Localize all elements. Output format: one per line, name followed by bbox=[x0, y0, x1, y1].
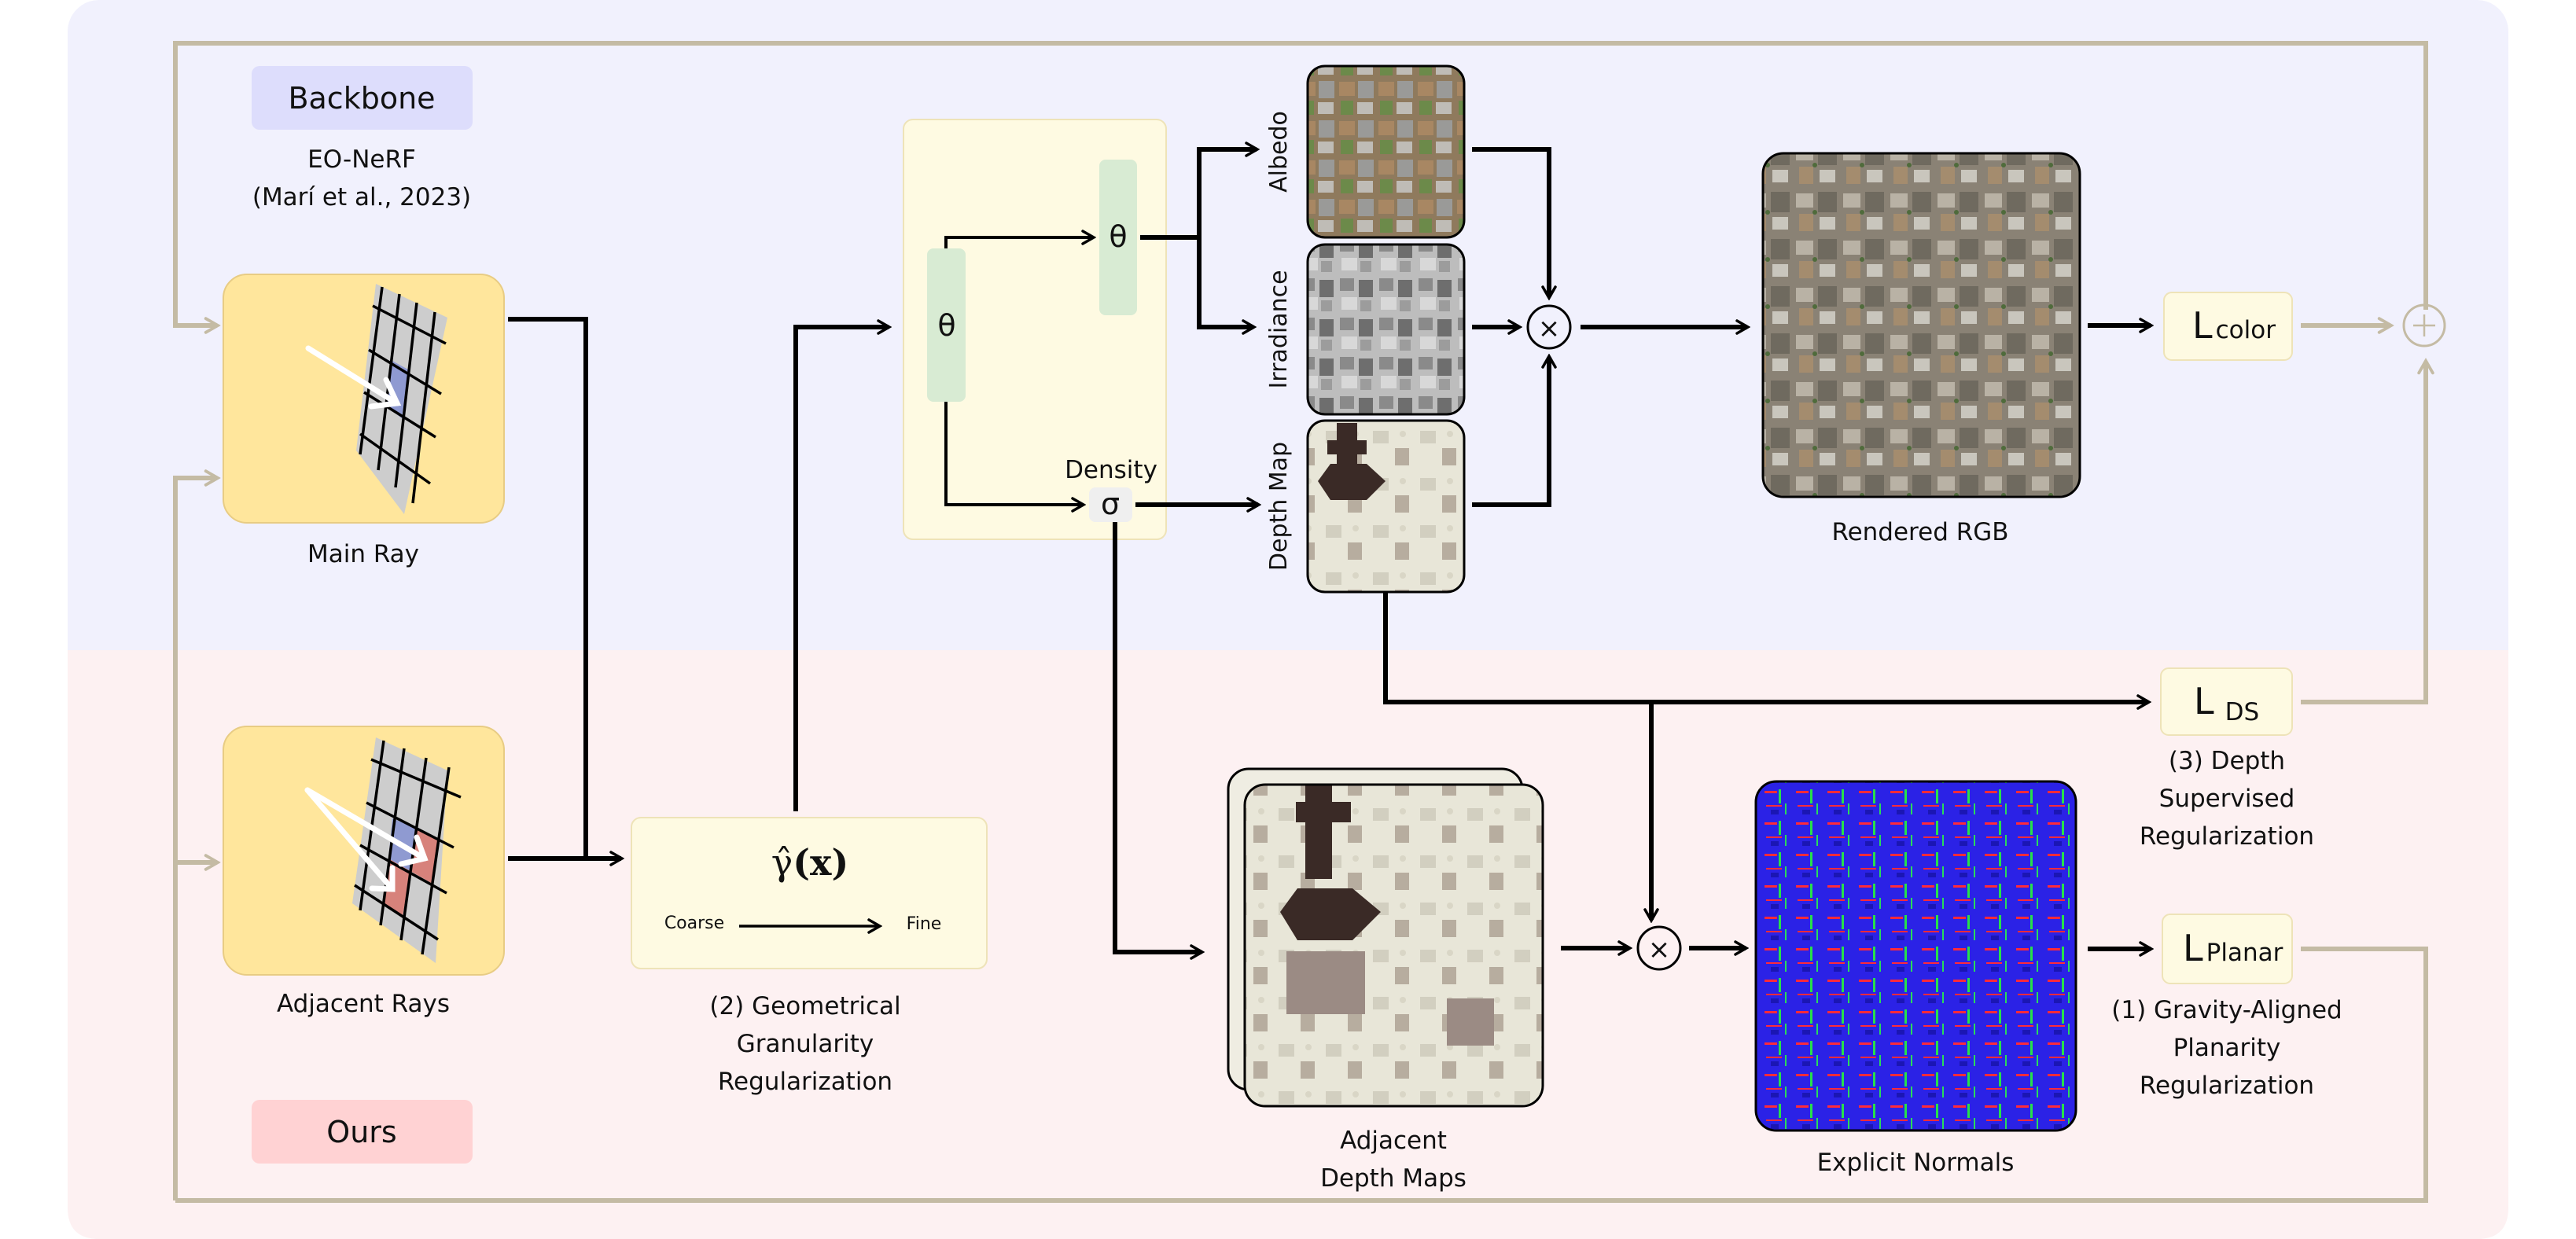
theta-block-1 bbox=[927, 248, 966, 402]
backbone-tag-label: Backbone bbox=[288, 81, 435, 116]
sigma-label: σ bbox=[1101, 487, 1120, 521]
ours-tag: Ours bbox=[252, 1100, 473, 1164]
irradiance-image bbox=[1306, 243, 1466, 416]
ours-tag-label: Ours bbox=[326, 1115, 396, 1149]
main-ray-to-encoding bbox=[508, 317, 588, 858]
main-ray-box bbox=[223, 274, 505, 524]
backbone-tag: Backbone bbox=[252, 66, 473, 130]
fine-label: Fine bbox=[907, 914, 942, 934]
backbone-ref-line2: (Marí et al., 2023) bbox=[252, 183, 471, 211]
multiply-symbol: × bbox=[1538, 313, 1561, 344]
coarse-label: Coarse bbox=[664, 914, 724, 933]
rendered-rgb-label: Rendered RGB bbox=[1831, 518, 2008, 546]
depth-map-image bbox=[1306, 419, 1466, 594]
loss-ds-main: L bbox=[2194, 680, 2214, 722]
backbone-ref-line1: EO-NeRF bbox=[307, 145, 416, 174]
loss-planar-main: L bbox=[2183, 927, 2203, 969]
encoding-to-network bbox=[793, 327, 889, 811]
compose-connectors bbox=[1383, 147, 2151, 949]
sum-circle-icon bbox=[2402, 303, 2446, 347]
albedo-image bbox=[1306, 64, 1466, 239]
multiply-operator-1: × bbox=[1526, 304, 1572, 350]
multiply-circle-icon-2 bbox=[1636, 925, 1682, 971]
encoding-caption-3: Regularization bbox=[718, 1068, 892, 1096]
planar-caption-2: Planarity bbox=[2173, 1034, 2281, 1062]
sum-operator bbox=[2402, 303, 2446, 347]
multiply-circle-icon bbox=[1526, 304, 1572, 350]
loop-top-line bbox=[173, 41, 2428, 325]
multiply-symbol-2: × bbox=[1648, 934, 1671, 965]
sigma-block bbox=[1089, 487, 1132, 522]
lds-to-sum bbox=[2301, 362, 2426, 704]
loss-color-main: L bbox=[2192, 304, 2213, 347]
encoding-formula: γ̂(x) bbox=[771, 841, 848, 884]
explicit-normals-label: Explicit Normals bbox=[1817, 1149, 2015, 1177]
loss-ds-box: L DS bbox=[2160, 667, 2293, 736]
adjacent-depth-label-2: Depth Maps bbox=[1320, 1164, 1466, 1193]
theta-1-label: θ bbox=[937, 308, 955, 343]
adjacent-rays-label: Adjacent Rays bbox=[277, 990, 450, 1018]
encoding-caption-1: (2) Geometrical bbox=[709, 992, 900, 1020]
svg-text:LDS: L DS bbox=[2194, 680, 2259, 726]
density-label: Density bbox=[1065, 456, 1157, 484]
rendered-rgb-image bbox=[1761, 152, 2081, 498]
loop-bottom-line bbox=[175, 947, 2428, 1203]
theta-2-label: θ bbox=[1109, 219, 1127, 254]
multiply-operator-2: × bbox=[1636, 925, 1682, 971]
theta1-to-theta2 bbox=[944, 237, 1093, 248]
loss-feedback-loop bbox=[173, 41, 2428, 1203]
adjacent-ray-arrows-icon bbox=[304, 787, 429, 892]
network-module: θ θ σ Density bbox=[903, 119, 1167, 540]
plus-icon bbox=[2413, 314, 2435, 336]
depth-map-label: Depth Map bbox=[1265, 442, 1293, 571]
planar-caption-1: (1) Gravity-Aligned bbox=[2111, 996, 2342, 1024]
ray-arrow-icon bbox=[305, 345, 402, 410]
adjacent-rays-box bbox=[223, 726, 505, 976]
planar-caption-3: Regularization bbox=[2140, 1072, 2314, 1100]
loss-color-sub: color bbox=[2216, 316, 2276, 344]
ds-caption-2: Supervised bbox=[2159, 785, 2295, 813]
theta2-connectors bbox=[1113, 149, 1258, 952]
ds-caption-1: (3) Depth bbox=[2169, 747, 2285, 775]
encoding-module: γ̂(x) Coarse Fine bbox=[631, 817, 988, 969]
encoding-caption-2: Granularity bbox=[737, 1030, 874, 1058]
albedo-label: Albedo bbox=[1265, 111, 1293, 193]
irradiance-label: Irradiance bbox=[1265, 270, 1293, 388]
ray-connectors bbox=[508, 317, 621, 858]
loop-main-ray-lower-arrow bbox=[173, 478, 217, 1200]
theta-block-2 bbox=[1099, 160, 1137, 315]
adjacent-depth-label-1: Adjacent bbox=[1340, 1127, 1447, 1155]
explicit-normals-image bbox=[1754, 780, 2077, 1132]
adjacent-depth-map-front bbox=[1243, 783, 1544, 1108]
main-ray-label: Main Ray bbox=[307, 540, 419, 568]
loss-ds-sub: DS bbox=[2225, 698, 2260, 726]
sigma-to-adjacent-depth bbox=[1113, 522, 1202, 952]
ds-caption-3: Regularization bbox=[2140, 822, 2314, 851]
depth-to-lds bbox=[1383, 592, 2148, 702]
loss-planar-sub: Planar bbox=[2206, 939, 2283, 967]
theta1-to-sigma bbox=[944, 402, 1083, 505]
adjacent-depth-maps-stack bbox=[1227, 767, 1544, 1108]
